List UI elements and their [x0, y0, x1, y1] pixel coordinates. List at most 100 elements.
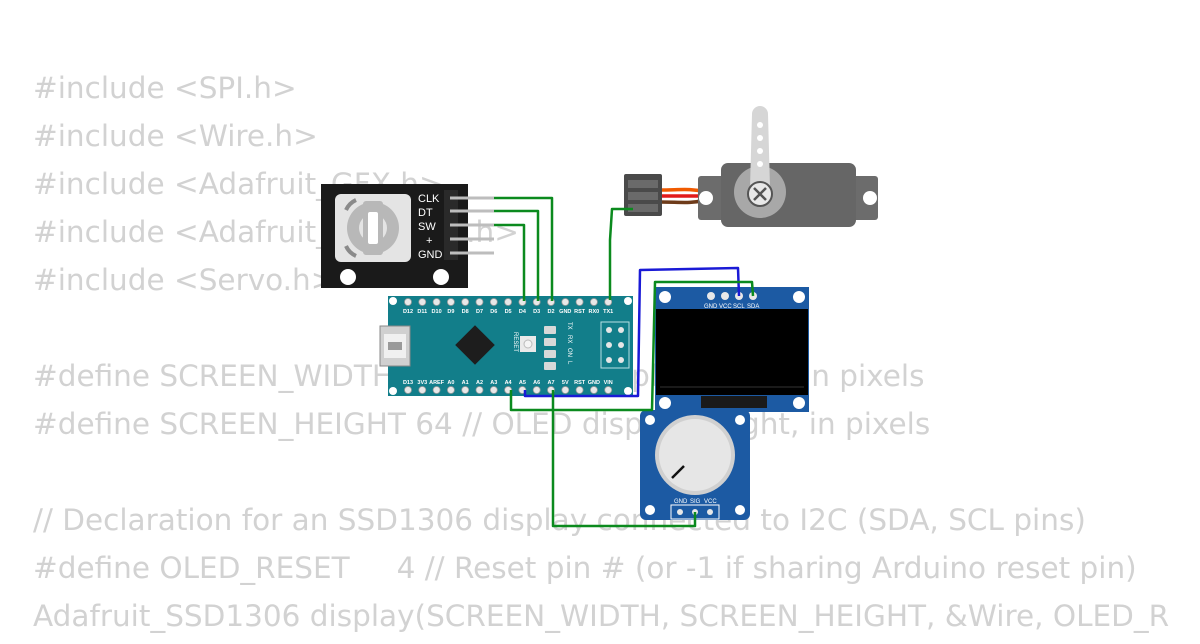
nano-pin-label: D2	[547, 309, 554, 315]
nano-pin-label: A4	[505, 380, 513, 386]
code-line: #define SCREEN_HEIGHT 64 // OLED display…	[33, 407, 931, 441]
nano-pin-label: 5V	[562, 380, 569, 386]
nano-pin-label: A7	[547, 380, 554, 386]
nano-pin-label: A0	[447, 380, 454, 386]
reset-label: RESET	[512, 332, 518, 352]
nano-pin[interactable]	[561, 386, 570, 394]
pot-pin-label: GND	[674, 499, 688, 505]
oled-pin-label: SDA	[747, 304, 759, 310]
oled-pin-label: VCC	[719, 304, 732, 310]
nano-pin[interactable]	[489, 298, 498, 306]
nano-pin[interactable]	[489, 386, 498, 394]
encoder-pin-label: +	[426, 235, 432, 247]
nano-pin-label: A2	[476, 380, 483, 386]
nano-pin[interactable]	[404, 386, 412, 394]
nano-pin[interactable]	[404, 298, 412, 306]
nano-pin-label: TX1	[603, 309, 613, 315]
nano-pin-label: D10	[432, 309, 442, 315]
code-line: Adafruit_SSD1306 display(SCREEN_WIDTH, S…	[33, 599, 1170, 633]
wire-sw-d4	[494, 223, 526, 301]
nano-pin-label: RST	[574, 380, 586, 386]
nano-pin[interactable]	[590, 298, 598, 306]
nano-pin-label: D6	[490, 309, 497, 315]
nano-pin[interactable]	[604, 386, 613, 394]
code-line: #include <SPI.h>	[33, 71, 297, 105]
led-label: TX	[566, 322, 572, 330]
nano-pin-label: D7	[476, 309, 483, 315]
nano-pin[interactable]	[604, 298, 613, 306]
nano-pin-label: A6	[533, 380, 540, 386]
nano-pin-label: D3	[533, 309, 540, 315]
wire-servo-signal	[608, 207, 633, 300]
nano-pin-label: D8	[462, 309, 469, 315]
led-label: L	[566, 361, 572, 365]
nano-pin-label: D5	[505, 309, 512, 315]
microcontroller-chip	[455, 325, 495, 365]
servo-horn	[750, 106, 770, 188]
nano-pin-label: A5	[519, 380, 526, 386]
arduino-nano[interactable]: RESET TX RX ON L D12 D11 D10 D9 D8 D7 D6 D5 D4 D3…	[379, 296, 633, 396]
encoder-pin-label: CLK	[418, 193, 440, 205]
nano-pin[interactable]	[461, 298, 470, 306]
rotary-encoder[interactable]: CLK DT SW + GND	[321, 184, 494, 288]
nano-pin[interactable]	[532, 386, 541, 394]
led-label: ON	[566, 348, 572, 357]
pot-pin-label: VCC	[704, 499, 717, 505]
wire-clk-d2	[494, 196, 554, 301]
led-label: RX	[566, 335, 572, 343]
servo-motor[interactable]	[624, 106, 878, 227]
wire-pot-sig-a7	[551, 390, 697, 528]
code-line: #include <Servo.h>	[33, 263, 336, 297]
nano-pin-label: D4	[519, 309, 527, 315]
pot-pin-label: SIG	[690, 499, 701, 505]
nano-pin[interactable]	[418, 298, 427, 306]
nano-pin-label: GND	[588, 380, 600, 386]
wire-sda-a4	[509, 280, 755, 412]
wire-dt-d3	[494, 209, 540, 301]
nano-pin[interactable]	[418, 386, 427, 394]
nano-pin-label: AREF	[429, 380, 445, 386]
oled-pin-label: SCL	[733, 304, 745, 310]
code-line: #include <Wire.h>	[33, 119, 318, 153]
nano-pin[interactable]	[590, 386, 598, 394]
nano-pin[interactable]	[561, 298, 570, 306]
oled-pin-label: GND	[704, 304, 718, 310]
nano-pin-label: A3	[490, 380, 497, 386]
nano-board	[388, 296, 633, 396]
nano-pin[interactable]	[432, 386, 441, 394]
nano-pin[interactable]	[575, 298, 584, 306]
pot-knob[interactable]	[659, 419, 731, 491]
oled-screen	[656, 309, 808, 395]
encoder-pin-label: GND	[418, 249, 443, 261]
nano-pin[interactable]	[446, 386, 455, 394]
nano-pin-label: D13	[403, 380, 413, 386]
encoder-pin-label: DT	[418, 207, 433, 219]
nano-pin-label: GND	[559, 309, 571, 315]
nano-pin-label: VIN	[604, 380, 613, 386]
encoder-pin-label: SW	[418, 221, 436, 233]
rotate-arrow-icon	[344, 198, 357, 211]
nano-pin-label: D11	[417, 309, 427, 315]
code-line: #define OLED_RESET 4 // Reset pin # (or …	[33, 551, 1137, 585]
nano-pin[interactable]	[432, 298, 441, 306]
nano-pin-label: D12	[403, 309, 413, 315]
nano-pin[interactable]	[475, 298, 484, 306]
potentiometer[interactable]: GND SIG VCC	[640, 410, 750, 520]
servo-screw-icon	[753, 187, 767, 201]
nano-pin[interactable]	[504, 298, 513, 306]
nano-pin[interactable]	[575, 386, 584, 394]
nano-pin-label: A1	[462, 380, 469, 386]
nano-pin-label: RST	[574, 309, 586, 315]
nano-pin[interactable]	[446, 298, 455, 306]
nano-pin-label: D9	[447, 309, 454, 315]
nano-pin-label: 3V3	[417, 380, 427, 386]
nano-pin[interactable]	[461, 386, 470, 394]
wires	[494, 196, 755, 528]
oled-display[interactable]: GND VCC SCL SDA	[655, 287, 809, 412]
nano-pin[interactable]	[475, 386, 484, 394]
nano-pin-label: RX0	[589, 309, 600, 315]
wire-scl-a5	[523, 266, 741, 398]
